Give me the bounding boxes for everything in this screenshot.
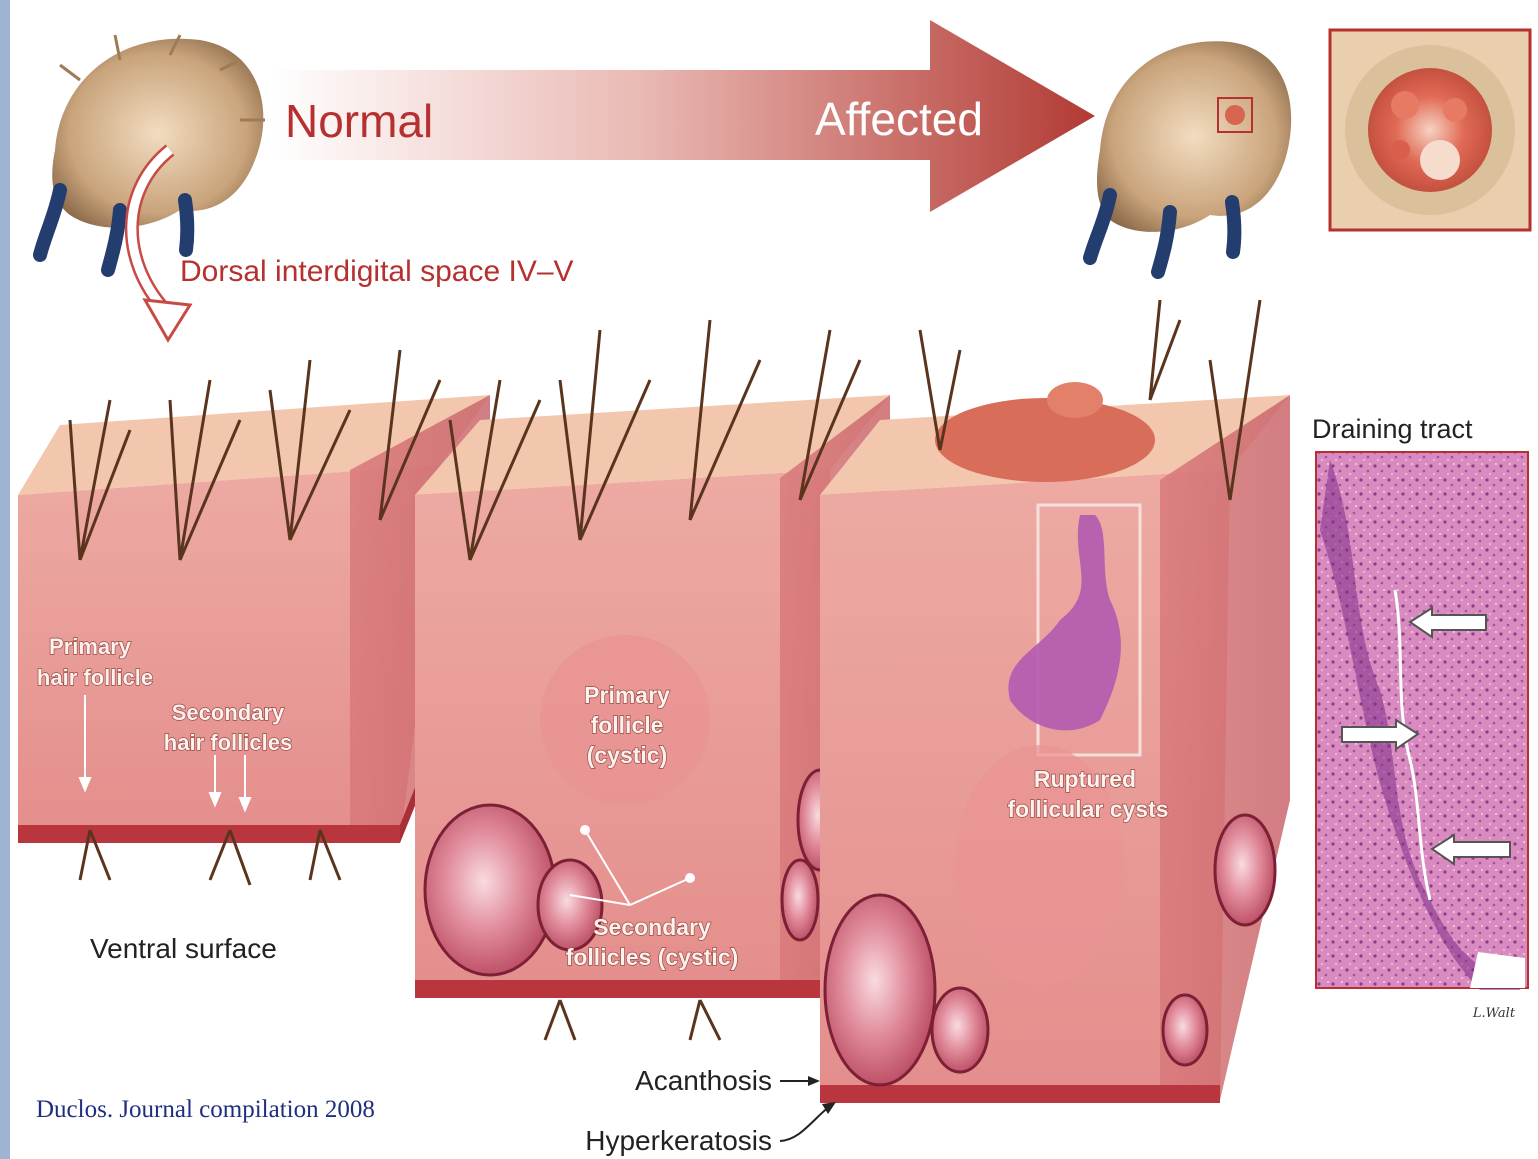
secondary-hair-follicles-label-line2: hair follicles (164, 730, 292, 755)
skin-block-ruptured (820, 382, 1290, 1103)
secondary-follicles-cystic-line2: follicles (cystic) (566, 944, 739, 970)
affected-label: Affected (815, 93, 983, 145)
location-label: Dorsal interdigital space IV–V (180, 255, 574, 288)
acanthosis-label: Acanthosis (635, 1065, 772, 1096)
surface-lesion (935, 398, 1155, 482)
artist-signature: L.Walt (1472, 1006, 1516, 1021)
primary-follicle-cystic-line2: follicle (591, 712, 664, 738)
secondary-follicles-cystic-line1: Secondary (593, 914, 711, 940)
citation-text: Duclos. Journal compilation 2008 (36, 1096, 375, 1123)
secondary-hair-follicles-label-line1: Secondary (172, 700, 285, 725)
histology-micrograph (1316, 452, 1528, 990)
hyperkeratosis-label: Hyperkeratosis (585, 1125, 772, 1156)
ruptured-follicular-cysts-line1: Ruptured (1034, 766, 1136, 792)
primary-follicle-cystic-line3: (cystic) (587, 742, 668, 768)
primary-hair-follicle-label-line2: hair follicle (37, 665, 153, 690)
lesion-closeup-icon (1330, 30, 1530, 230)
ventral-surface-label: Ventral surface (90, 933, 277, 964)
primary-follicle-cystic-line1: Primary (584, 682, 670, 708)
ruptured-follicular-cysts-line2: follicular cysts (1007, 796, 1168, 822)
slide-left-edge (0, 0, 10, 1159)
draining-tract-title: Draining tract (1312, 414, 1473, 444)
primary-hair-follicle-label-line1: Primary (49, 634, 132, 659)
normal-label: Normal (285, 95, 433, 147)
